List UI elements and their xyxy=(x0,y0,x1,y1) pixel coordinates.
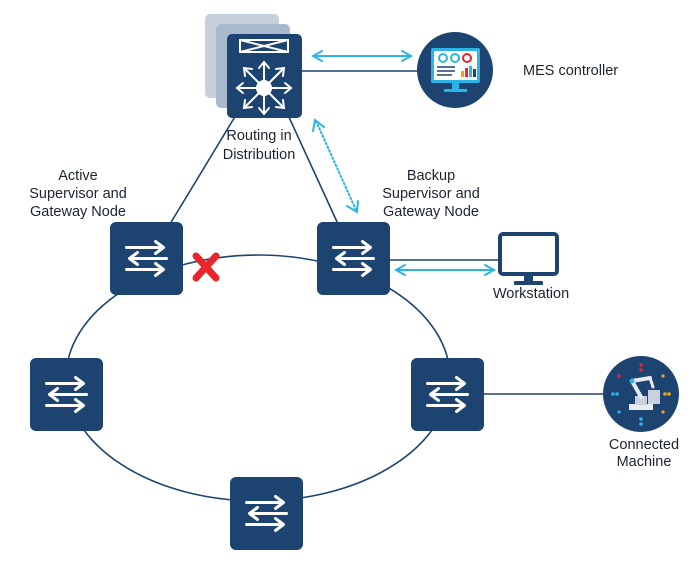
router-backup-flow-arrow xyxy=(312,118,359,214)
connected-machine-label-line1: Connected xyxy=(609,437,679,453)
active-supervisor-switch[interactable] xyxy=(110,222,183,295)
robot-arm-icon xyxy=(611,363,671,426)
ring-switch-right[interactable] xyxy=(411,358,484,431)
backup-label-line3: Gateway Node xyxy=(383,204,479,220)
monitor-icon xyxy=(498,232,559,285)
routing-label-line1: Routing in xyxy=(226,128,291,144)
router-to-backup-link xyxy=(287,114,339,225)
backup-label-line1: Backup xyxy=(407,168,455,184)
x-fault-icon xyxy=(192,252,220,282)
connected-machine-label-line2: Machine xyxy=(617,454,672,470)
distribution-router[interactable] xyxy=(205,14,302,118)
workstation[interactable] xyxy=(498,232,559,285)
ethernet-switch-icon xyxy=(125,240,168,277)
backup-workstation-flow-arrow xyxy=(393,264,497,276)
distribution-router-icon xyxy=(235,39,293,116)
ethernet-switch-icon xyxy=(45,376,88,413)
ethernet-switch-icon xyxy=(332,240,375,277)
active-label-line1: Active xyxy=(58,168,98,184)
backup-supervisor-switch[interactable] xyxy=(317,222,390,295)
workstation-label: Workstation xyxy=(493,286,569,302)
ring-switch-left[interactable] xyxy=(30,358,103,431)
mes-controller-label: MES controller xyxy=(523,63,618,79)
active-label-line3: Gateway Node xyxy=(30,204,126,220)
ring-switch-bottom[interactable] xyxy=(230,477,303,550)
router-mes-flow-arrow xyxy=(310,50,414,62)
ethernet-switch-icon xyxy=(245,495,288,532)
flow-arrows xyxy=(310,50,497,276)
ethernet-switch-icon xyxy=(426,376,469,413)
routing-label-line2: Distribution xyxy=(223,147,296,163)
connected-machine[interactable] xyxy=(603,356,679,432)
active-label-line2: Supervisor and xyxy=(29,186,127,202)
backup-label-line2: Supervisor and xyxy=(382,186,480,202)
mes-controller[interactable] xyxy=(417,32,493,108)
router-to-active-link xyxy=(169,114,237,225)
mes-dashboard-icon xyxy=(431,48,480,92)
